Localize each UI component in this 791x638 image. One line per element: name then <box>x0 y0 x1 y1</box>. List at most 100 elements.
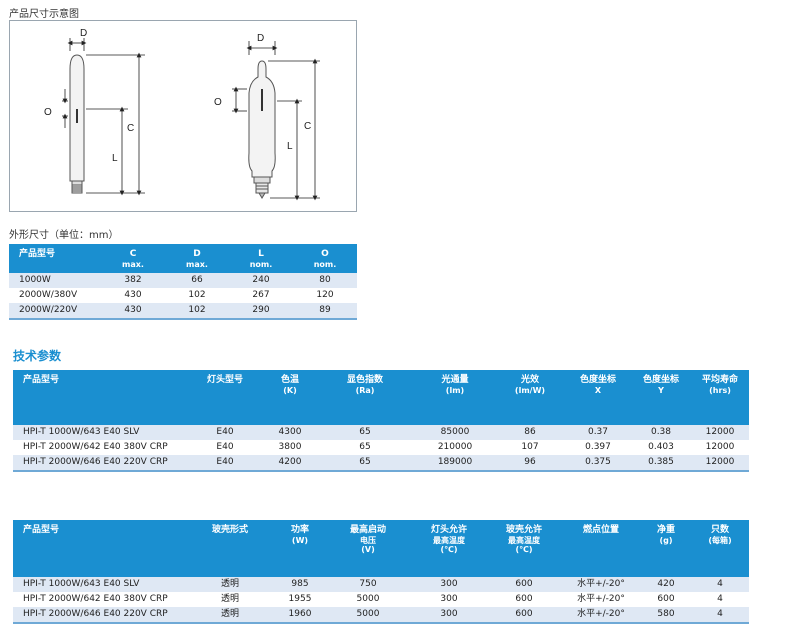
d-dimension-2 <box>246 41 278 55</box>
l-dimension-1 <box>86 106 145 196</box>
d-label-2: D <box>257 33 264 44</box>
c-dimension-2 <box>268 58 320 201</box>
l-label-1: L <box>112 153 118 164</box>
table-cell: HPI-T 2000W/642 E40 380V CRP <box>13 592 185 607</box>
table-cell: 1955 <box>275 592 325 607</box>
dimensions-caption: 外形尺寸（单位：mm） <box>9 230 119 241</box>
l-label-2: L <box>287 141 293 152</box>
table-cell: HPI-T 1000W/643 E40 SLV <box>13 425 185 440</box>
table-cell: 267 <box>229 288 293 303</box>
tech-header-model: 产品型号 <box>13 370 185 425</box>
phys-header-bulb-temp: 玻壳允许最高温度(℃) <box>487 520 561 577</box>
table-cell: 600 <box>487 607 561 624</box>
table-cell: E40 <box>185 425 265 440</box>
table-cell: HPI-T 2000W/642 E40 380V CRP <box>13 440 185 455</box>
phys-header-ignition: 最高启动电压(V) <box>325 520 411 577</box>
table-cell: 1000W <box>9 273 101 288</box>
table-cell: 2000W/380V <box>9 288 101 303</box>
diagram-caption: 产品尺寸示意图 <box>9 9 79 20</box>
table-cell: 300 <box>411 577 487 592</box>
bulged-lamp-drawing <box>248 60 276 199</box>
physical-params-table: 产品型号 玻壳形式 功率(W) 最高启动电压(V) 灯头允许最高温度(℃) 玻壳… <box>13 520 749 624</box>
phys-header-bulb: 玻壳形式 <box>185 520 275 577</box>
table-cell: E40 <box>185 455 265 472</box>
table-cell: 2000W/220V <box>9 303 101 320</box>
table-row: HPI-T 1000W/643 E40 SLV 透明 985 750 300 6… <box>13 577 749 592</box>
table-cell: 107 <box>495 440 565 455</box>
table-cell: 5000 <box>325 592 411 607</box>
tubular-lamp-drawing <box>69 54 85 194</box>
table-cell: 985 <box>275 577 325 592</box>
tech-params-table: 产品型号 灯头型号 色温(K) 显色指数(Ra) 光通量(lm) 光效(lm/W… <box>13 370 749 472</box>
table-cell: 102 <box>165 288 229 303</box>
phys-header-model: 产品型号 <box>13 520 185 577</box>
dim-header-model: 产品型号 <box>9 244 101 273</box>
table-cell: HPI-T 2000W/646 E40 220V CRP <box>13 455 185 472</box>
table-cell: 0.375 <box>565 455 631 472</box>
table-cell: 水平+/-20° <box>561 577 641 592</box>
table-cell: 89 <box>293 303 357 320</box>
table-row: HPI-T 2000W/646 E40 220V CRP 透明 1960 500… <box>13 607 749 624</box>
phys-header-power: 功率(W) <box>275 520 325 577</box>
table-cell: 0.38 <box>631 425 691 440</box>
table-cell: 4300 <box>265 425 315 440</box>
table-cell: 4 <box>691 577 749 592</box>
phys-header-cap-temp: 灯头允许最高温度(℃) <box>411 520 487 577</box>
table-cell: 430 <box>101 303 165 320</box>
table-cell: 透明 <box>185 592 275 607</box>
table-cell: 水平+/-20° <box>561 607 641 624</box>
table-cell: 85000 <box>415 425 495 440</box>
l-dimension-2 <box>270 98 320 201</box>
table-cell: 65 <box>315 425 415 440</box>
tech-header-cri: 显色指数(Ra) <box>315 370 415 425</box>
table-cell: 430 <box>101 288 165 303</box>
tech-header-life: 平均寿命(hrs) <box>691 370 749 425</box>
table-cell: 300 <box>411 607 487 624</box>
table-cell: 4 <box>691 607 749 624</box>
c-dimension-1 <box>86 52 145 196</box>
table-row: 2000W/380V 430 102 267 120 <box>9 288 357 303</box>
table-cell: 0.403 <box>631 440 691 455</box>
table-cell: HPI-T 2000W/646 E40 220V CRP <box>13 607 185 624</box>
tech-header-cct: 色温(K) <box>265 370 315 425</box>
table-cell: 透明 <box>185 607 275 624</box>
table-cell: 水平+/-20° <box>561 592 641 607</box>
table-cell: 66 <box>165 273 229 288</box>
d-dimension-1 <box>67 38 87 51</box>
table-cell: 0.397 <box>565 440 631 455</box>
o-dimension-2 <box>232 86 247 114</box>
tech-header-row: 产品型号 灯头型号 色温(K) 显色指数(Ra) 光通量(lm) 光效(lm/W… <box>13 370 749 425</box>
table-cell: 0.37 <box>565 425 631 440</box>
table-cell: 290 <box>229 303 293 320</box>
table-cell: 12000 <box>691 440 749 455</box>
table-row: HPI-T 2000W/646 E40 220V CRP E40 4200 65… <box>13 455 749 472</box>
phys-header-position: 燃点位置 <box>561 520 641 577</box>
table-cell: 5000 <box>325 607 411 624</box>
table-cell: 3800 <box>265 440 315 455</box>
o-dimension-1 <box>62 89 68 128</box>
table-cell: 4200 <box>265 455 315 472</box>
table-cell: 102 <box>165 303 229 320</box>
table-row: 1000W 382 66 240 80 <box>9 273 357 288</box>
table-cell: HPI-T 1000W/643 E40 SLV <box>13 577 185 592</box>
table-cell: 420 <box>641 577 691 592</box>
table-cell: 1960 <box>275 607 325 624</box>
table-cell: 65 <box>315 440 415 455</box>
table-cell: 600 <box>487 592 561 607</box>
tech-header-flux: 光通量(lm) <box>415 370 495 425</box>
table-cell: 240 <box>229 273 293 288</box>
table-cell: 透明 <box>185 577 275 592</box>
phys-header-qty: 只数(每箱) <box>691 520 749 577</box>
o-label-1: O <box>44 107 52 118</box>
tech-section-title: 技术参数 <box>13 349 62 363</box>
table-cell: 580 <box>641 607 691 624</box>
table-row: HPI-T 2000W/642 E40 380V CRP E40 3800 65… <box>13 440 749 455</box>
table-row: HPI-T 1000W/643 E40 SLV E40 4300 65 8500… <box>13 425 749 440</box>
